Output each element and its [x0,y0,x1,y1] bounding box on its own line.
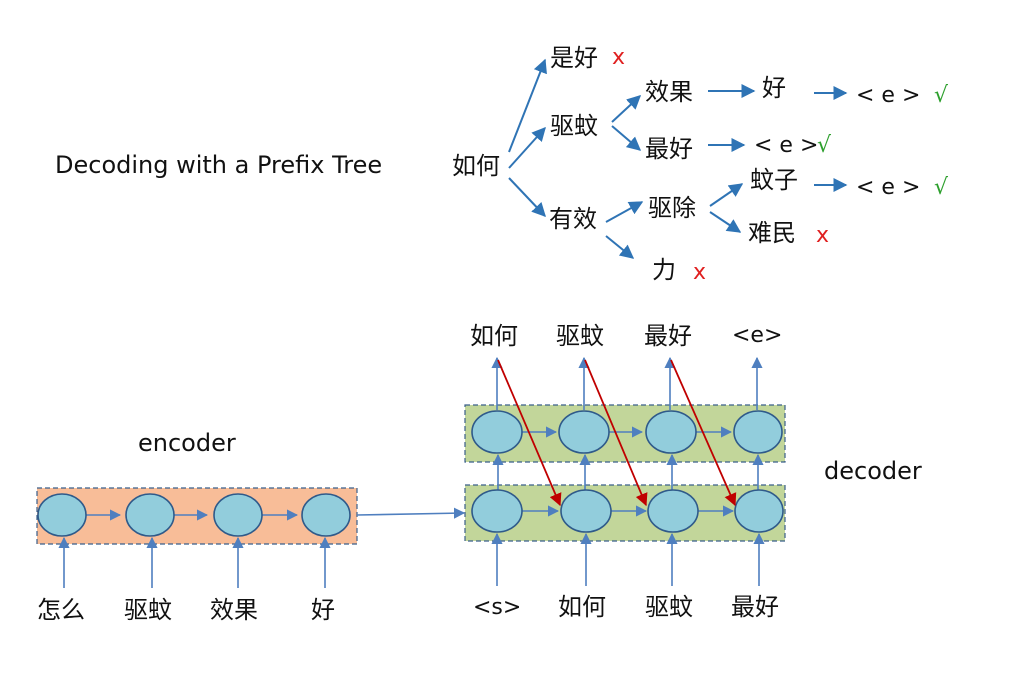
tree-edge-quwen-zuihao [611,125,642,151]
tree-node-zuihao: 最好 [645,135,693,163]
tree-node-li: 力 [652,256,676,284]
tree-node-xiaoguo-hao: 好 [762,74,786,102]
decoder-output-4: <e> [732,323,782,348]
decoder-output-1: 如何 [470,322,518,350]
encoder-cell-3 [213,493,263,537]
end-token-wenzi: < e > [856,175,920,200]
encoder-input-4: 好 [311,596,335,624]
decoder-bottom-cell-3 [647,489,699,533]
reject-mark-li: x [693,260,706,285]
tree-edge-root-shihao [508,58,547,153]
decoder-bottom-cell-2 [560,489,612,533]
decoder-label: decoder [824,457,922,485]
tree-edge-quchu-nanmin [709,211,742,233]
feedback-arrow-3 [670,359,737,507]
tree-edge-root-youxiao [508,177,546,218]
tree-node-youxiao: 有效 [549,205,597,233]
decoder-bottom-cell-1 [471,489,523,533]
tree-edge-youxiao-li [605,235,635,259]
tree-edge-quwen-xiaoguo [611,95,642,123]
reject-mark-shihao: x [612,45,625,70]
encoder-input-3: 效果 [210,596,258,624]
feedback-arrow-2 [584,359,648,507]
decoder-input-3: 驱蚊 [645,593,693,621]
feedback-arrow-1 [497,359,562,507]
end-token-zuihao: < e > [754,133,818,158]
decoder-input-2: 如何 [558,593,606,621]
decoder-bottom-cell-4 [734,489,784,533]
tree-edge-youxiao-quchu [605,201,644,223]
decoder-output-2: 驱蚊 [556,322,604,350]
encoder-cell-2 [125,493,175,537]
reject-mark-nanmin: x [816,223,829,248]
tree-node-quwen: 驱蚊 [550,112,598,140]
encoder-cell-1 [37,493,87,537]
tree-edge-quchu-wenzi [709,183,744,207]
tree-node-root: 如何 [452,152,500,180]
encoder-cell-4 [301,493,351,537]
encoder: encoder 怎么 驱蚊 效果 好 [36,429,358,624]
decoder-top-cell-2 [558,410,610,454]
decoder-top-cell-4 [733,410,783,454]
end-token-xiaoguo: < e > [856,83,920,108]
decoder-input-1: <s> [473,595,521,620]
tree-node-wenzi: 蚊子 [750,166,798,194]
encoder-label: encoder [138,429,236,457]
decoder: decoder 如何 驱蚊 最好 <e> [464,322,922,621]
diagram-title: Decoding with a Prefix Tree [55,151,382,179]
tree-edge-root-quwen [508,126,546,169]
accept-mark-wenzi: √ [934,175,949,200]
accept-mark-xiaoguo: √ [934,83,949,108]
decoder-output-3: 最好 [644,322,692,350]
prefix-tree: 如何 是好 x 驱蚊 有效 效果 好 < e > √ 最好 < e > √ 驱除… [452,44,949,285]
accept-mark-zuihao: √ [817,133,832,158]
decoder-input-4: 最好 [731,593,779,621]
tree-node-quchu: 驱除 [648,194,696,222]
encoder-to-decoder-arrow [356,507,466,519]
decoder-top-cell-3 [645,410,697,454]
encoder-input-1: 怎么 [37,596,85,624]
tree-node-xiaoguo: 效果 [645,78,693,106]
encoder-input-2: 驱蚊 [124,596,172,624]
tree-node-nanmin: 难民 [748,219,796,247]
tree-node-shihao: 是好 [550,44,598,72]
decoder-top-cell-1 [471,410,523,454]
